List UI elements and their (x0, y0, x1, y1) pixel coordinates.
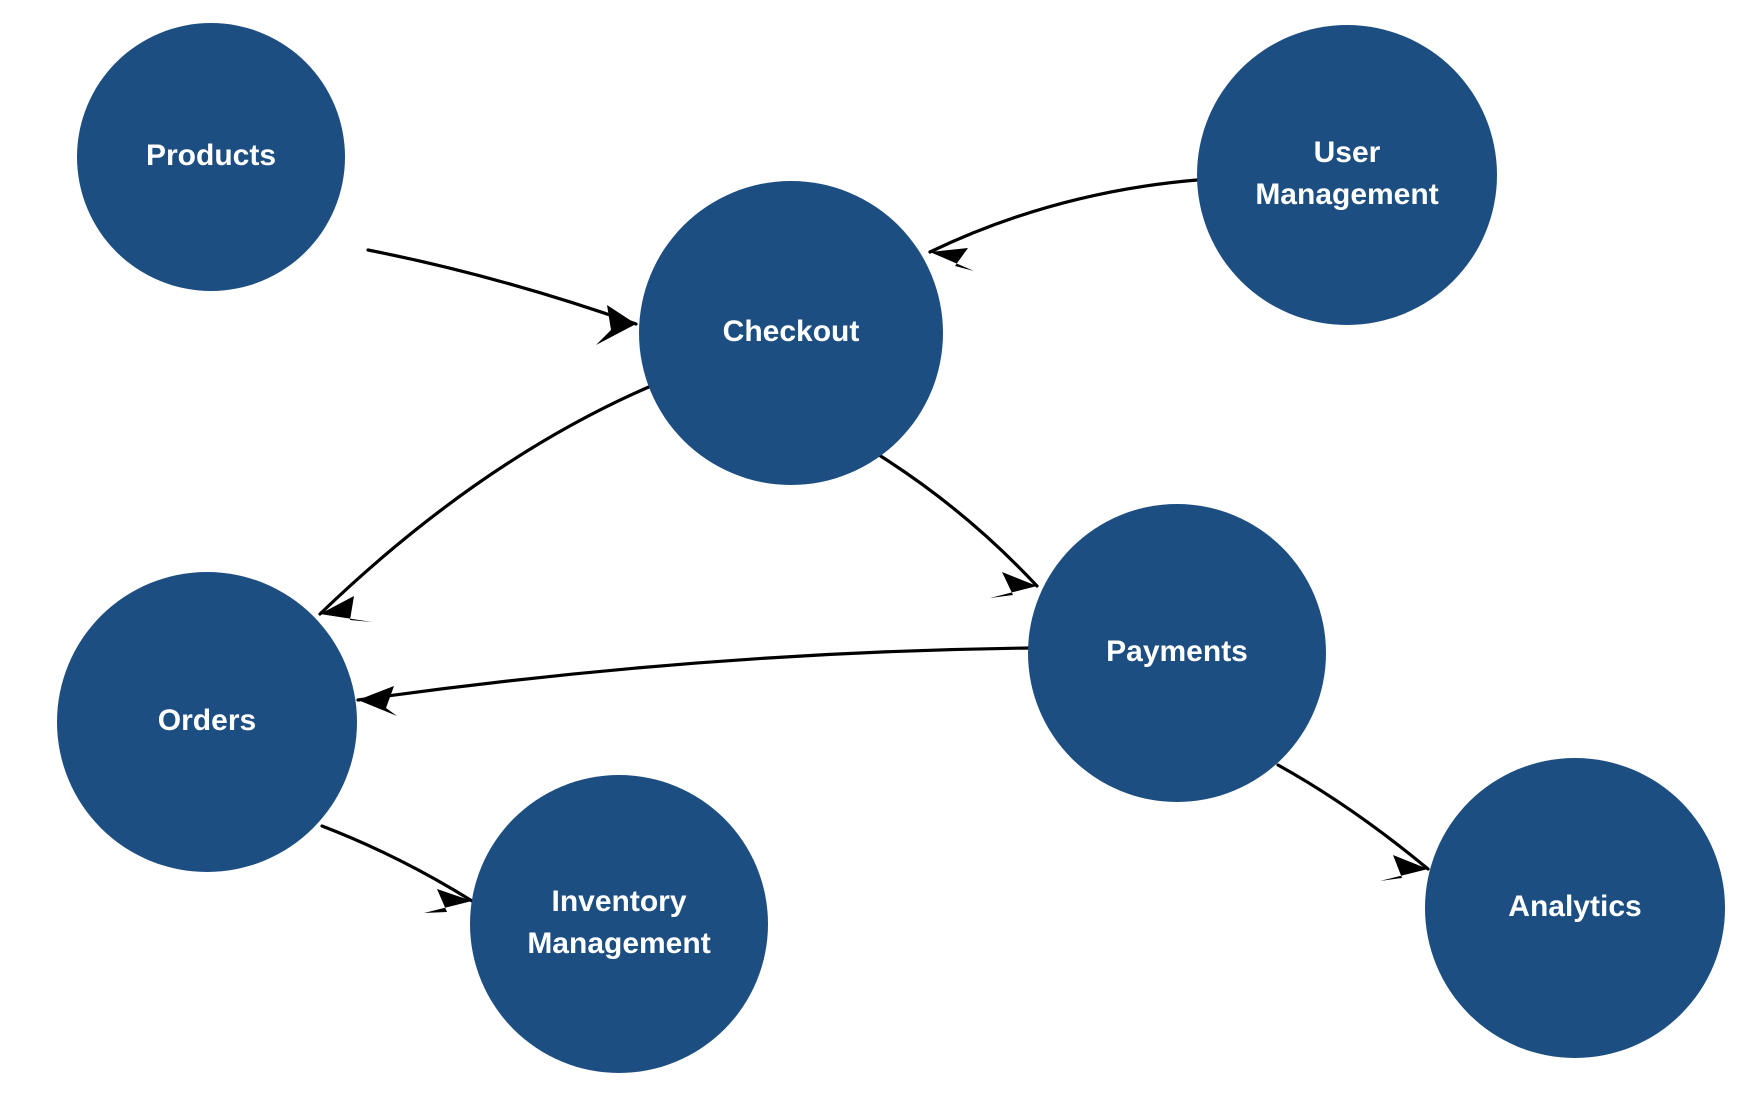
node-shape (57, 572, 357, 872)
node-checkout[interactable]: Checkout (639, 181, 943, 485)
arrowhead-icon (930, 248, 974, 271)
edge-payments-orders[interactable] (356, 646, 1032, 716)
node-label: Payments (1106, 635, 1248, 668)
node-shape (1197, 25, 1497, 325)
edge-orders-inventory[interactable] (320, 824, 474, 913)
edge-line (1276, 763, 1430, 871)
edge-products-checkout[interactable] (366, 248, 638, 345)
arrowhead-icon (1380, 855, 1428, 881)
arrowhead-icon (358, 686, 397, 716)
node-analytics[interactable]: Analytics (1425, 758, 1725, 1058)
edge-usermgmt-checkout[interactable] (928, 178, 1199, 271)
edge-checkout-orders[interactable] (318, 384, 653, 622)
node-label: Products (146, 139, 276, 172)
edge-line (320, 824, 474, 903)
node-label: Orders (158, 704, 256, 737)
edge-checkout-payments[interactable] (877, 453, 1039, 598)
node-products[interactable]: Products (77, 23, 345, 291)
node-label: User (1314, 136, 1381, 169)
node-payments[interactable]: Payments (1028, 504, 1326, 802)
edge-line (318, 384, 653, 616)
node-shape (77, 23, 345, 291)
nodes-layer: ProductsCheckoutUserManagementOrdersPaym… (57, 23, 1725, 1073)
edge-line (366, 248, 638, 326)
arrowhead-icon (990, 572, 1037, 598)
arrowhead-icon (320, 596, 372, 622)
node-label: Management (527, 927, 710, 960)
arrowhead-icon (424, 889, 472, 913)
node-label: Inventory (551, 885, 686, 918)
node-shape (1028, 504, 1326, 802)
node-label: Management (1255, 178, 1438, 211)
node-orders[interactable]: Orders (57, 572, 357, 872)
node-shape (1425, 758, 1725, 1058)
edges-layer (318, 178, 1430, 913)
arrowhead-icon (596, 305, 636, 345)
node-shape (470, 775, 768, 1073)
edge-line (877, 453, 1039, 588)
edge-line (928, 178, 1199, 254)
node-label: Analytics (1508, 890, 1641, 923)
node-shape (639, 181, 943, 485)
edge-payments-analytics[interactable] (1276, 763, 1430, 881)
edge-line (356, 646, 1032, 702)
node-label: Checkout (723, 315, 860, 348)
